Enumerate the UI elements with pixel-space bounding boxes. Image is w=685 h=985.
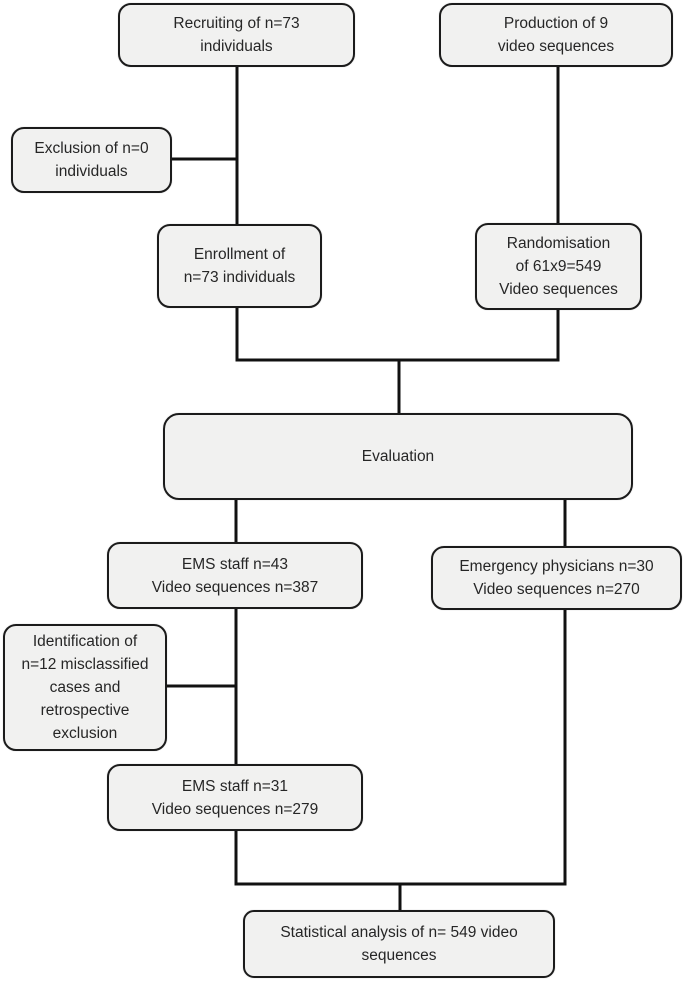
node-ems-staff-31-label: EMS staff n=31 Video sequences n=279 (151, 777, 319, 818)
node-identification-label: Identification of n=12 misclassified cas… (21, 633, 149, 742)
node-randomisation-label: Randomisation of 61x9=549 Video sequence… (499, 235, 618, 298)
node-statistical-analysis-label: Statistical analysis of n= 549 video seq… (280, 924, 518, 964)
node-production-label: Production of 9 video sequences (497, 15, 615, 55)
node-ems-staff-43-label: EMS staff n=43 Video sequences n=387 (151, 555, 319, 596)
node-recruiting-label: Recruiting of n=73 individuals (173, 15, 300, 55)
node-evaluation-label: Evaluation (361, 448, 435, 465)
node-ems-staff-31: EMS staff n=31 Video sequences n=279 (107, 764, 363, 831)
node-exclusion: Exclusion of n=0 individuals (11, 127, 172, 193)
node-enrollment: Enrollment of n=73 individuals (157, 224, 322, 308)
node-statistical-analysis: Statistical analysis of n= 549 video seq… (243, 910, 555, 978)
node-production: Production of 9 video sequences (439, 3, 673, 67)
node-identification: Identification of n=12 misclassified cas… (3, 624, 167, 751)
node-recruiting: Recruiting of n=73 individuals (118, 3, 355, 67)
node-exclusion-label: Exclusion of n=0 individuals (34, 140, 149, 180)
node-emergency-physicians-label: Emergency physicians n=30 Video sequence… (459, 558, 654, 598)
node-enrollment-label: Enrollment of n=73 individuals (183, 246, 296, 286)
node-emergency-physicians: Emergency physicians n=30 Video sequence… (431, 546, 682, 610)
node-evaluation: Evaluation (163, 413, 633, 500)
node-ems-staff-43: EMS staff n=43 Video sequences n=387 (107, 542, 363, 609)
node-randomisation: Randomisation of 61x9=549 Video sequence… (475, 223, 642, 310)
